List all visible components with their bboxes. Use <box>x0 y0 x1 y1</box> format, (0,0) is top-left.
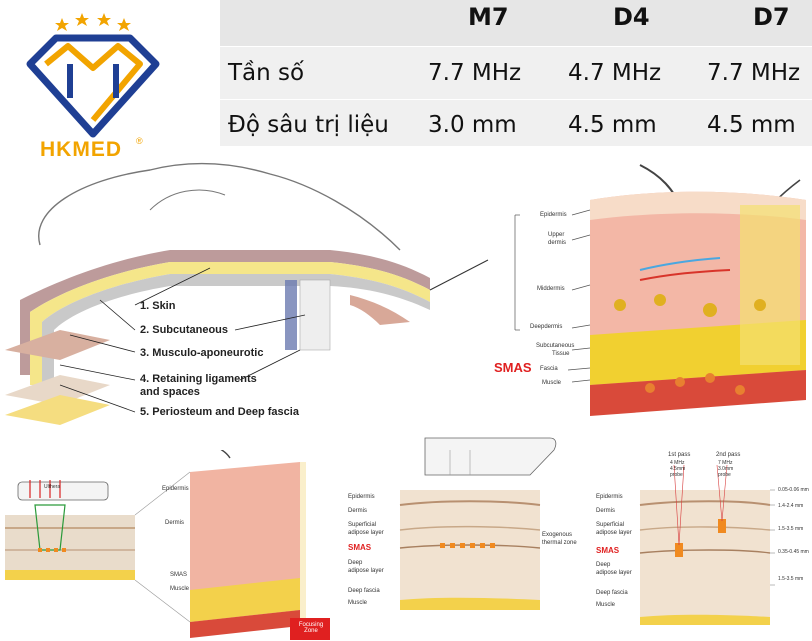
depth-5: 1.5-3.5 mm <box>778 576 804 582</box>
cell-frequency-d4: 4.7 MHz <box>568 60 662 86</box>
p2-smas-label: SMAS <box>348 543 372 552</box>
p3-layer-deep: Deep <box>596 562 611 568</box>
column-header-d4: D4 <box>613 3 650 31</box>
depth-1: 0.05-0.06 mm <box>778 487 809 493</box>
label-subcutaneous: 2. Subcutaneous <box>140 324 229 336</box>
p1-layer-muscle: Muscle <box>170 586 190 592</box>
depth-2: 1.4-2.4 mm <box>778 503 804 509</box>
p2-layer-muscle: Muscle <box>348 600 368 606</box>
p3-layer-deep-adipose: adipose layer <box>596 570 632 576</box>
layer-subcutaneous: Subcutaneous <box>536 343 575 349</box>
layer-epidermis: Epidermis <box>540 212 567 218</box>
table-row-band <box>220 100 812 146</box>
second-pass-depth: 3.0mm <box>718 466 734 472</box>
first-pass-depth: 4.5mm <box>670 466 686 472</box>
label-musculo-aponeurotic: 3. Musculo-aponeurotic <box>140 347 264 359</box>
layer-fascia: Fascia <box>540 366 558 372</box>
p2-note-cont: thermal zone <box>542 540 577 546</box>
row-label-depth: Độ sâu trị liệu <box>228 112 389 138</box>
column-header-m7: M7 <box>468 3 509 31</box>
p2-layer-dermis: Dermis <box>348 508 367 514</box>
cell-frequency-d7: 7.7 MHz <box>707 60 801 86</box>
layer-upper: Upper <box>548 232 565 238</box>
p1-layer-dermis: Dermis <box>165 520 184 526</box>
second-pass-label: 2nd pass <box>716 452 741 458</box>
p1-layer-smas: SMAS <box>170 572 188 578</box>
cell-depth-d7: 4.5 mm <box>707 112 796 138</box>
second-pass-probe: probe <box>718 472 731 478</box>
second-pass-freq: 7 MHz <box>718 460 733 466</box>
focusing-zone-badge: Focusing Zone <box>298 622 324 634</box>
label-skin: 1. Skin <box>140 300 176 312</box>
cell-frequency-m7: 7.7 MHz <box>428 60 522 86</box>
depth-4: 0.35-0.45 mm <box>778 549 809 555</box>
logo-text: HKMED <box>40 138 122 161</box>
p3-layer-deep-fascia: Deep fascia <box>596 590 628 596</box>
p3-layer-epidermis: Epidermis <box>596 494 623 500</box>
stars-icon <box>55 13 131 31</box>
p2-layer-deep-adipose: adipose layer <box>348 568 384 574</box>
skin-cross-section <box>514 164 806 416</box>
first-pass-freq: 4 MHz <box>670 460 685 466</box>
label-retaining-ligaments-cont: and spaces <box>140 386 200 398</box>
cell-depth-d4: 4.5 mm <box>568 112 657 138</box>
cell-depth-m7: 3.0 mm <box>428 112 517 138</box>
column-header-d7: D7 <box>753 3 790 31</box>
label-retaining-ligaments: 4. Retaining ligaments <box>140 373 257 385</box>
p3-layer-muscle: Muscle <box>596 602 616 608</box>
table-header-band <box>220 0 812 46</box>
p3-layer-superficial: Superficial <box>596 522 625 528</box>
row-label-frequency: Tần số <box>228 60 305 86</box>
ulthera-device-panel <box>5 450 330 640</box>
depth-3: 1.5-3.5 mm <box>778 526 804 532</box>
layer-middermis: Middermis <box>537 286 565 292</box>
layer-dermis: dermis <box>548 240 567 246</box>
table-row-band <box>220 47 812 99</box>
smas-label: SMAS <box>494 360 532 375</box>
layer-deepdermis: Deepdermis <box>530 324 563 330</box>
p3-layer-dermis: Dermis <box>596 508 615 514</box>
p2-note: Exogenous <box>542 532 573 538</box>
p1-layer-epidermis: Epidermis <box>162 486 189 492</box>
p3-layer-adipose: adipose layer <box>596 530 632 536</box>
p2-layer-superficial: Superficial <box>348 522 377 528</box>
layer-tissue: Tissue <box>552 351 570 357</box>
dual-pass-panel <box>639 464 775 625</box>
diamond-icon <box>26 34 160 138</box>
first-pass-probe: probe <box>670 472 683 478</box>
p3-smas-label: SMAS <box>596 546 620 555</box>
first-pass-label: 1st pass <box>668 452 691 458</box>
device-label: Ulthera <box>44 484 61 490</box>
p2-layer-epidermis: Epidermis <box>348 494 375 500</box>
p2-layer-deep-fascia: Deep fascia <box>348 588 380 594</box>
hkmed-logo <box>26 13 160 138</box>
layer-muscle: Muscle <box>542 380 562 386</box>
registered-mark: ® <box>136 136 143 146</box>
label-periosteum: 5. Periosteum and Deep fascia <box>140 406 299 418</box>
spec-table: M7 D4 D7 Tần số 7.7 MHz 4.7 MHz 7.7 MHz … <box>220 0 812 146</box>
p2-layer-adipose: adipose layer <box>348 530 384 536</box>
face-layers-diagram <box>5 162 489 425</box>
smas-heating-panel <box>399 437 557 610</box>
p2-layer-deep: Deep <box>348 560 363 566</box>
